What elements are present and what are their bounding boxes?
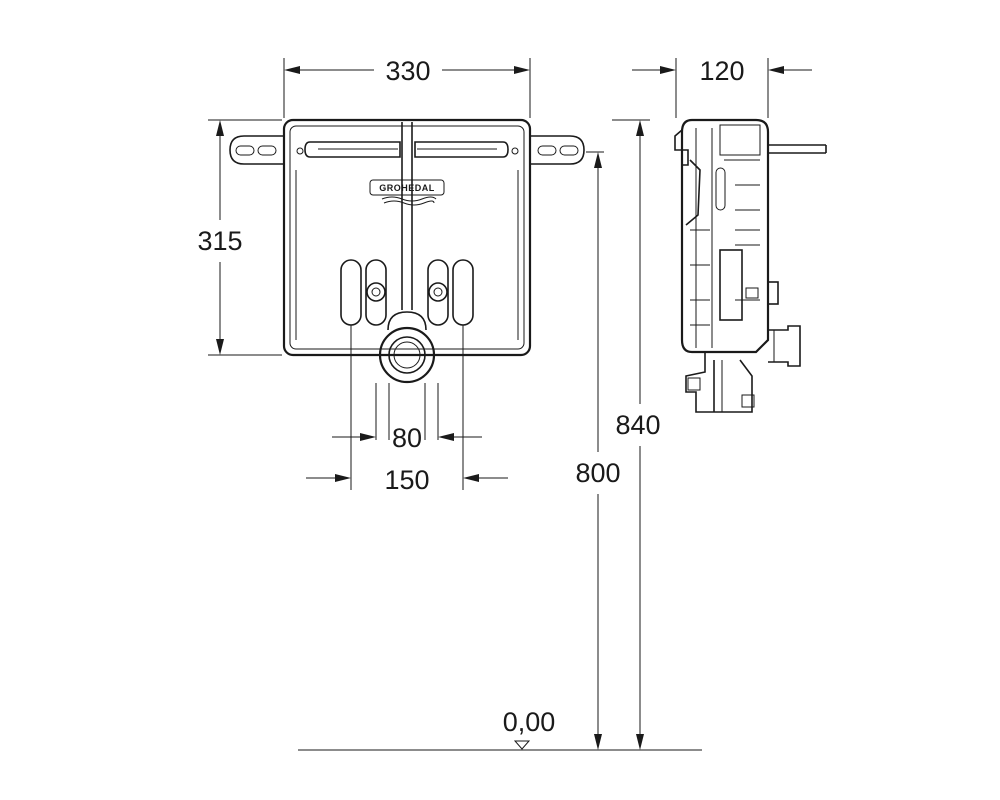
valve-connector bbox=[428, 282, 448, 302]
brand-logo: GROHEDAL bbox=[369, 179, 445, 206]
valve-slot bbox=[365, 259, 387, 326]
valve-slot bbox=[340, 259, 362, 326]
floor-level-label: 0,00 bbox=[503, 707, 556, 737]
dim-spacing-150: 150 bbox=[384, 465, 429, 495]
bracket-left bbox=[229, 135, 284, 165]
outlet-pipe bbox=[378, 311, 436, 384]
frame-outline bbox=[282, 118, 532, 357]
valve-connector bbox=[366, 282, 386, 302]
dim-height-800: 800 bbox=[575, 458, 620, 488]
bracket-right bbox=[530, 135, 585, 165]
triangle-down-icon bbox=[513, 740, 531, 750]
dim-spacing-80: 80 bbox=[392, 423, 422, 453]
frame-inner bbox=[289, 125, 525, 350]
side-view bbox=[674, 118, 827, 413]
dimension-lines bbox=[208, 58, 812, 751]
dim-height-315: 315 bbox=[197, 226, 242, 256]
dim-height-840: 840 bbox=[615, 410, 660, 440]
dim-width-330: 330 bbox=[385, 56, 430, 86]
brand-logo-text: GROHEDAL bbox=[379, 183, 435, 193]
valve-slot bbox=[427, 259, 449, 326]
front-view: GROHEDAL bbox=[229, 118, 585, 490]
dim-depth-120: 120 bbox=[699, 56, 744, 86]
screw-hole bbox=[296, 147, 304, 155]
valve-slot bbox=[452, 259, 474, 326]
screw-hole bbox=[511, 147, 519, 155]
